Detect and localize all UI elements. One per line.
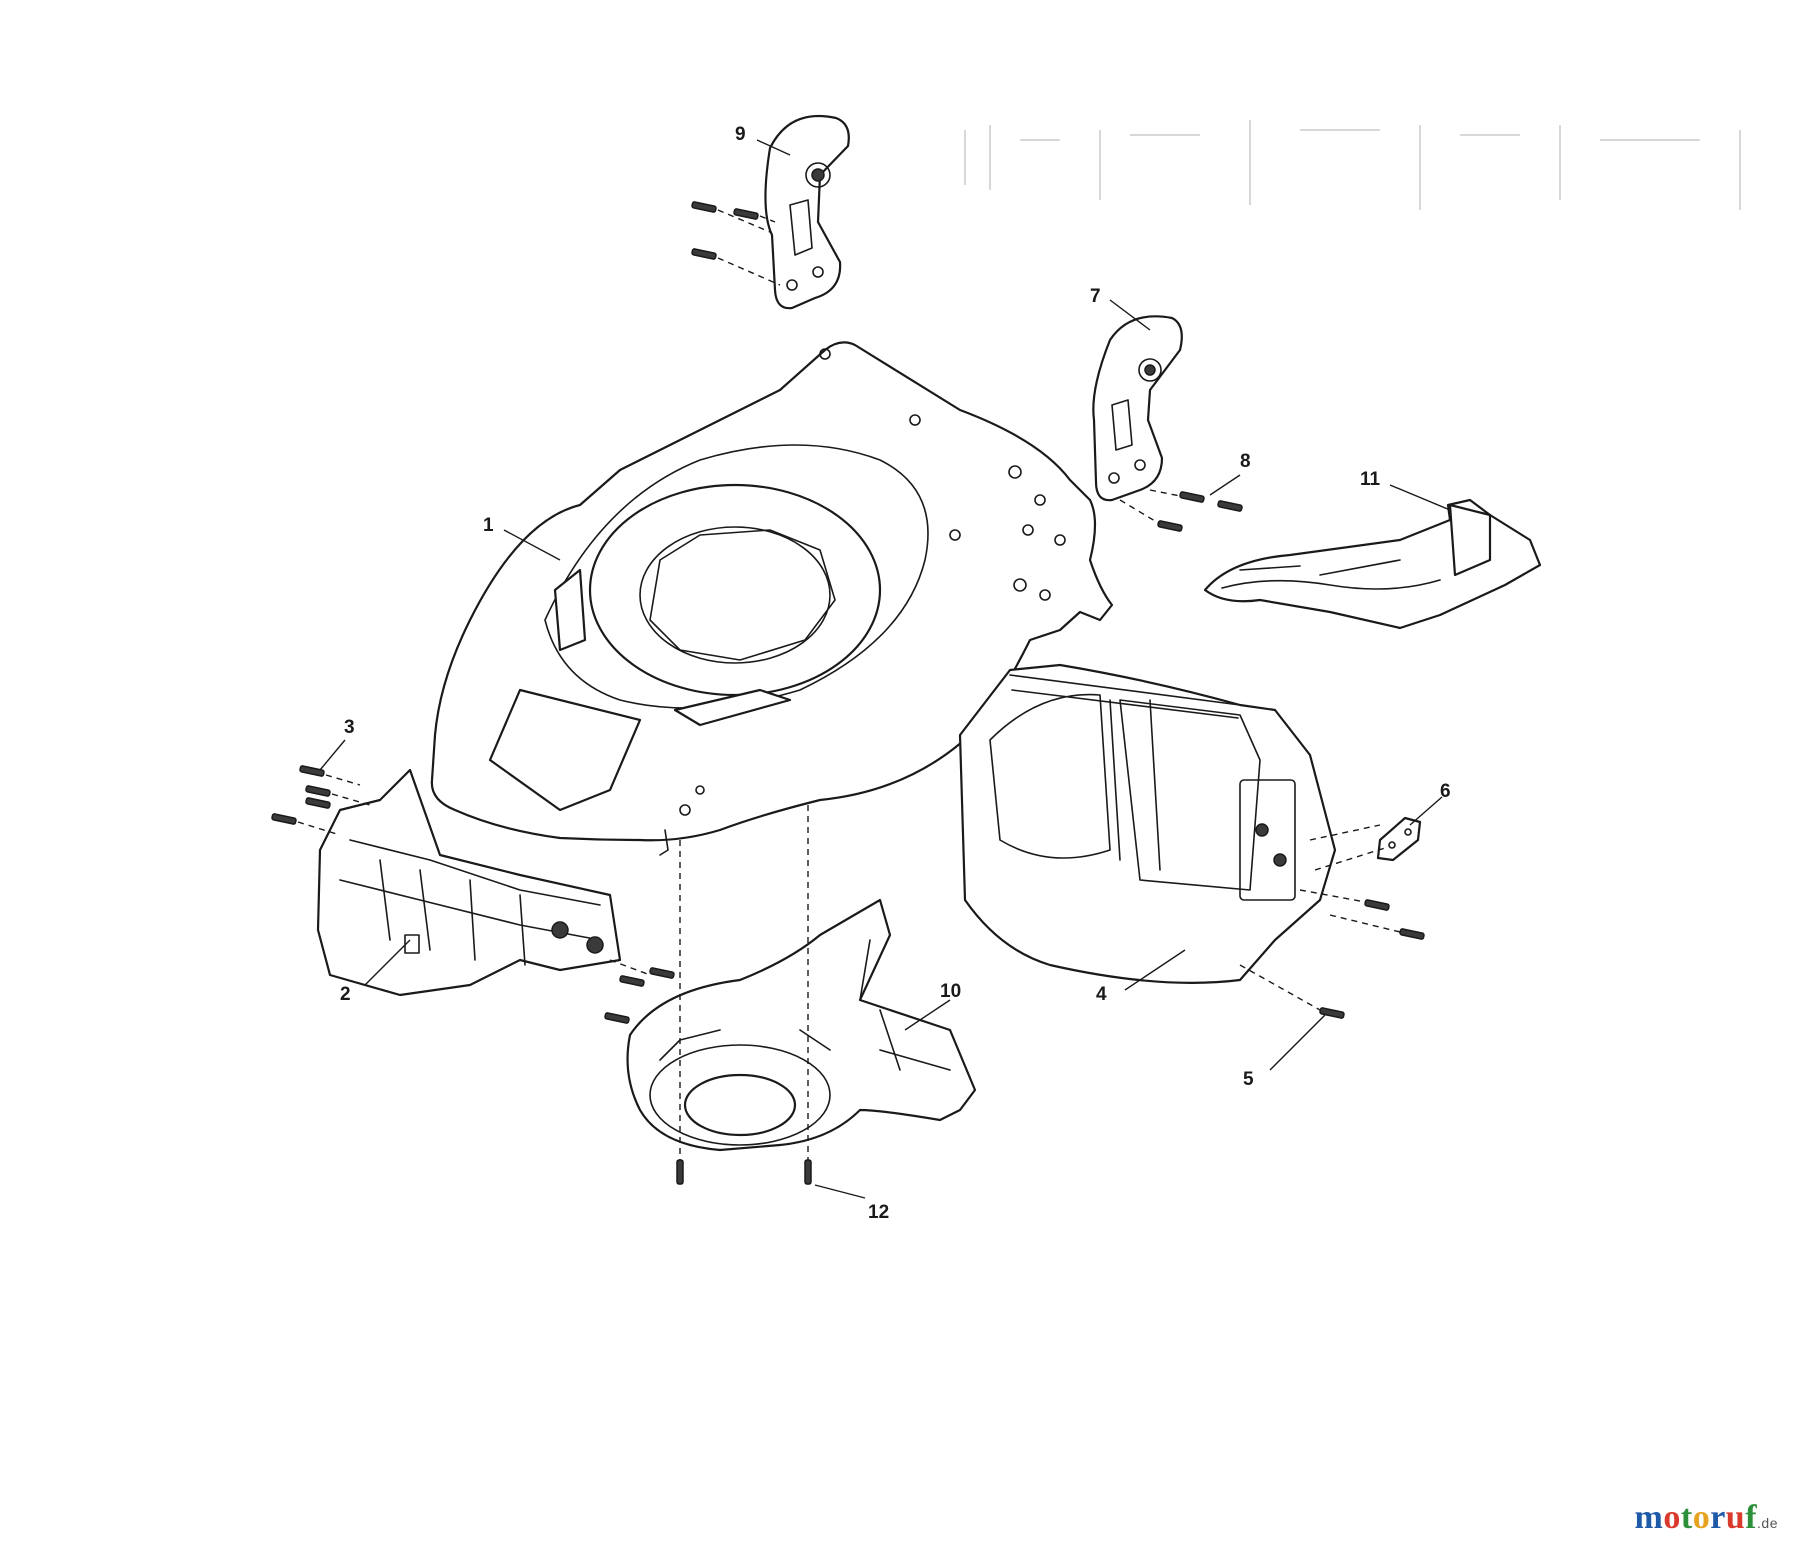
part-7-handle-bracket-right[interactable] [1092,315,1183,502]
leader-lines [319,139,1451,1199]
callout-2: 2 [340,984,351,1005]
part-12-screws[interactable] [676,1159,812,1185]
part-9-screws[interactable] [691,201,781,286]
callout-8: 8 [1240,451,1251,472]
part-4-rear-flap[interactable] [958,663,1337,984]
part-2-screws[interactable] [604,959,675,1024]
part-1-mower-deck[interactable] [430,341,1114,856]
part-6-bracket-plate[interactable] [1309,816,1422,871]
scan-ghosting [964,120,1741,210]
callout-3: 3 [344,717,355,738]
callout-12: 12 [868,1202,889,1223]
callouts: 1 2 3 4 5 6 7 8 9 10 11 12 [340,124,1451,1223]
part-9-handle-bracket-left[interactable] [764,114,850,310]
callout-11: 11 [1360,469,1381,490]
motoruf-logo: motoruf.de [1634,1499,1778,1536]
callout-5: 5 [1243,1069,1254,1090]
part-5-screws[interactable] [1239,889,1425,1019]
part-11-rear-guard[interactable] [1203,498,1542,630]
part-3-screws[interactable] [271,765,371,836]
callout-10: 10 [940,981,961,1002]
callout-7: 7 [1090,286,1101,307]
callout-1: 1 [483,515,494,536]
callout-4: 4 [1096,984,1107,1005]
callout-9: 9 [735,124,746,145]
part-8-screws[interactable] [1119,489,1243,532]
alignment-lines [679,805,809,1160]
part-10-blade-baffle[interactable] [626,898,977,1152]
callout-6: 6 [1440,781,1451,802]
